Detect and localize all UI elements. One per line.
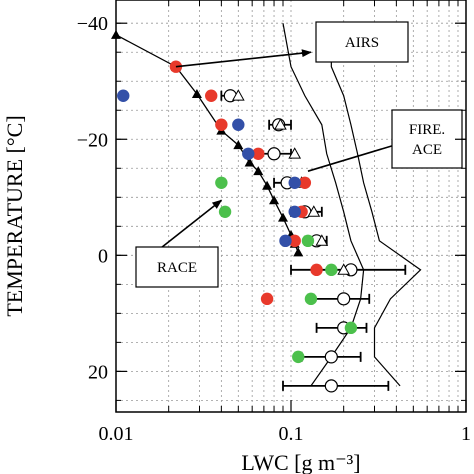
annotation-label: FIRE.	[409, 122, 445, 138]
open-triangle-point	[307, 205, 321, 217]
annotation-airs: AIRS	[175, 21, 409, 68]
open-circle-point	[324, 350, 338, 364]
filled-circle-point	[298, 176, 312, 189]
series-3	[169, 60, 323, 306]
ticks: 0.01 0.1 1 −40 −20 0 20	[77, 0, 471, 445]
open-triangle-point	[288, 147, 302, 159]
filled-circle-point	[232, 118, 245, 131]
annotation-box	[315, 21, 409, 63]
open-triangle-point	[315, 234, 329, 246]
y-tick-label: −20	[77, 129, 108, 151]
grid	[116, 0, 466, 412]
x-tick-label: 0.1	[279, 423, 304, 445]
filled-circle-point	[279, 234, 292, 248]
filled-triangle-point	[244, 157, 255, 167]
filled-circle-point	[310, 263, 323, 277]
series-4	[117, 89, 301, 248]
y-tick-label: 0	[98, 245, 108, 267]
filled-circle-point	[304, 292, 318, 306]
open-circle-point	[324, 379, 338, 393]
annotation-label: RACE	[157, 260, 197, 276]
annotation-box	[135, 246, 219, 288]
series-line	[115, 34, 299, 253]
filled-circle-point	[117, 89, 130, 102]
annotation-label: AIRS	[345, 35, 379, 51]
filled-circle-point	[288, 234, 301, 248]
open-triangle-point	[274, 118, 287, 130]
y-tick-label: 20	[88, 361, 108, 383]
x-tick-label: 0.01	[99, 423, 134, 445]
filled-circle-point	[288, 205, 301, 219]
filled-circle-point	[218, 205, 232, 219]
filled-circle-point	[325, 263, 338, 277]
filled-circle-point	[260, 292, 274, 306]
filled-triangle-point	[262, 180, 273, 190]
filled-circle-point	[301, 234, 315, 248]
annotation-fire-ace: FIRE. ACE	[307, 109, 463, 172]
filled-triangle-point	[293, 247, 304, 257]
y-tick-label: −40	[77, 13, 108, 35]
open-circle-point	[267, 147, 281, 161]
filled-circle-point	[215, 176, 228, 189]
annotation-race: RACE	[135, 199, 223, 288]
filled-circle-point	[215, 118, 228, 131]
annotations: AIRS FIRE. ACE RACE	[135, 21, 463, 288]
filled-circle-point	[288, 176, 301, 189]
open-circle-point	[337, 292, 351, 306]
filled-triangle-point	[277, 212, 288, 222]
series-6	[330, 23, 422, 387]
annotation-label: ACE	[412, 142, 442, 158]
open-triangle-point	[337, 263, 351, 275]
series-5	[215, 176, 358, 364]
open-triangle-point	[231, 89, 245, 101]
filled-circle-point	[242, 147, 255, 160]
data-series	[111, 23, 422, 393]
filled-triangle-point	[191, 89, 202, 99]
series-line	[330, 23, 422, 387]
filled-circle-point	[252, 147, 265, 160]
x-axis-title: LWC [g m⁻³]	[241, 450, 360, 474]
filled-circle-point	[292, 350, 305, 364]
y-axis-title: TEMPERATURE [°C]	[2, 115, 27, 316]
filled-circle-point	[344, 321, 358, 335]
filled-triangle-point	[269, 195, 280, 205]
filled-circle-point	[205, 89, 218, 102]
filled-triangle-point	[233, 140, 244, 150]
annotation-arrow	[175, 49, 312, 68]
x-tick-label: 1	[461, 423, 471, 445]
annotation-box	[391, 109, 463, 169]
filled-triangle-point	[253, 166, 264, 176]
